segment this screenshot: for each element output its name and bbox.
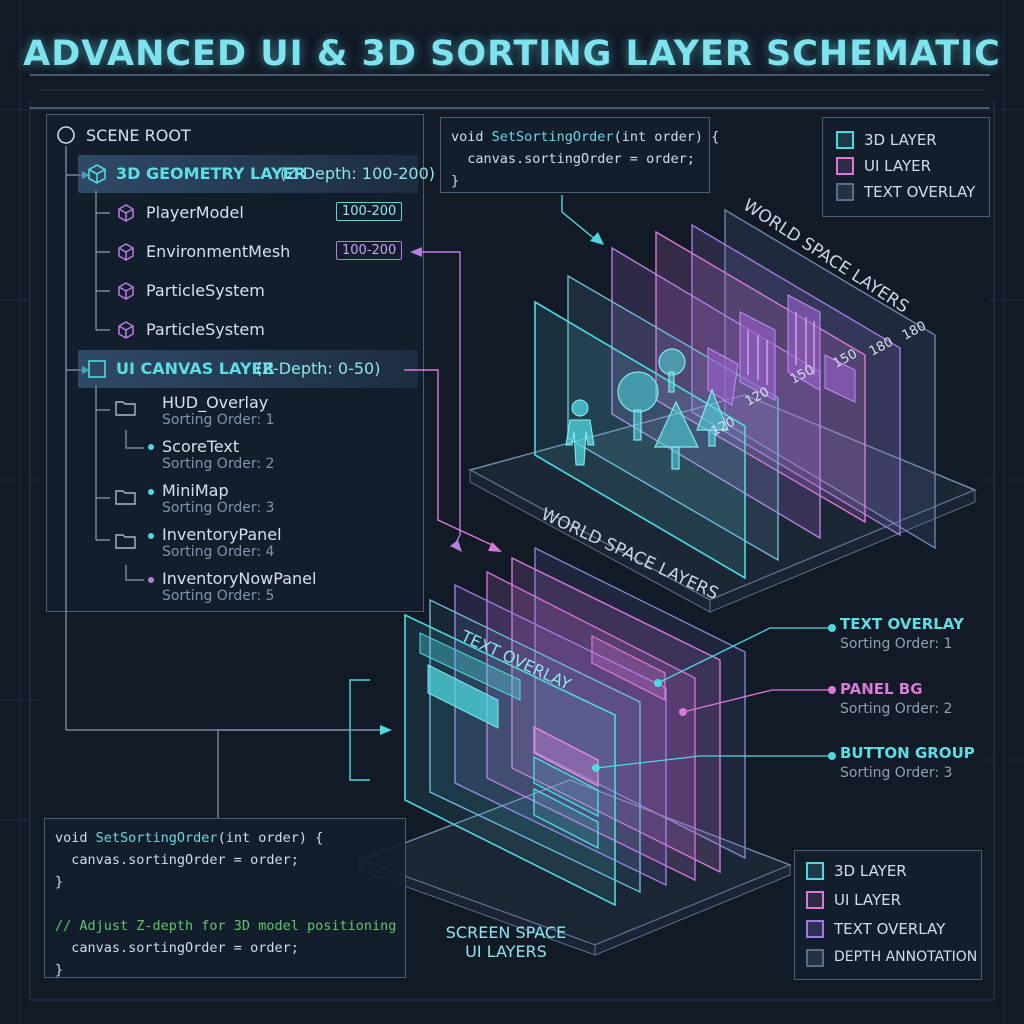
- annotation-title: PANEL BG: [840, 680, 923, 698]
- sorting-order: Sorting Order: 1: [162, 412, 275, 428]
- bullet-icon: [148, 489, 154, 495]
- code-snippet-top: void SetSortingOrder(int order) { canvas…: [440, 117, 719, 193]
- legend-swatch-ui: [836, 157, 854, 175]
- tree-icon: [617, 348, 729, 470]
- legend-label: 3D LAYER: [834, 862, 907, 880]
- annotation-title: BUTTON GROUP: [840, 744, 975, 762]
- cube-icon: [118, 204, 134, 222]
- screen-caption-line1: SCREEN SPACE: [446, 923, 566, 942]
- tree-item-playermodel[interactable]: PlayerModel: [146, 203, 244, 222]
- page-title: ADVANCED UI & 3D SORTING LAYER SCHEMATIC: [23, 34, 1001, 74]
- tree-item-environmentmesh[interactable]: EnvironmentMesh: [146, 242, 291, 261]
- legend-swatch-3d: [836, 131, 854, 149]
- tree-item-particlesystem[interactable]: ParticleSystem: [146, 281, 265, 300]
- bullet-icon: [148, 444, 154, 450]
- sorting-order: Sorting Order: 2: [162, 456, 275, 472]
- tree-item-inventorynowpanel[interactable]: InventoryNowPanel: [162, 569, 317, 588]
- annotation-sub: Sorting Order: 1: [840, 636, 953, 652]
- tree-item-hud-overlay[interactable]: HUD_Overlay: [162, 393, 269, 412]
- legend-bottom: [794, 850, 982, 980]
- legend-swatch-ui: [806, 891, 824, 909]
- tree-item-scoretext[interactable]: ScoreText: [162, 437, 240, 456]
- tree-item-minimap[interactable]: MiniMap: [162, 481, 229, 500]
- legend-swatch-3d: [806, 862, 824, 880]
- geometry-layer-label: 3D GEOMETRY LAYER: [116, 164, 306, 183]
- legend-label: TEXT OVERLAY: [834, 920, 946, 938]
- sorting-order: Sorting Order: 4: [162, 544, 275, 560]
- legend-label: DEPTH ANNOTATION: [834, 949, 978, 965]
- square-icon: [88, 360, 106, 378]
- annotation-title: TEXT OVERLAY: [840, 615, 964, 633]
- ui-button: [533, 725, 599, 788]
- cube-icon: [118, 321, 134, 339]
- sorting-order: Sorting Order: 5: [162, 588, 275, 604]
- tree-item-inventorypanel[interactable]: InventoryPanel: [162, 525, 282, 544]
- ui-button: [533, 755, 599, 818]
- annotation-sub: Sorting Order: 2: [840, 701, 953, 717]
- folder-icon: [115, 401, 136, 416]
- sorting-order: Sorting Order: 3: [162, 500, 275, 516]
- geometry-layer-depth: (Z-Depth: 100-200): [280, 164, 435, 183]
- root-circle-icon: [57, 126, 75, 144]
- code-snippet-bottom: void SetSortingOrder(int order) { canvas…: [44, 818, 406, 978]
- geometry-layer-row[interactable]: [78, 155, 418, 193]
- legend-label: UI LAYER: [834, 891, 902, 909]
- depth-badge: 100-200: [336, 241, 403, 260]
- person-icon: [565, 399, 595, 466]
- screen-caption-line2: UI LAYERS: [465, 942, 547, 961]
- world-layer-plane: [691, 223, 901, 537]
- hud-bar: [427, 664, 499, 729]
- scene-root-label: SCENE ROOT: [86, 126, 191, 145]
- ui-layer-depth: (Z-Depth: 0-50): [256, 359, 381, 378]
- legend-label: UI LAYER: [864, 157, 932, 175]
- bullet-icon: [148, 533, 154, 539]
- legend-swatch-text: [806, 920, 824, 938]
- screen-layer-plane: [454, 583, 667, 887]
- screen-layer-plane: [429, 598, 641, 894]
- folder-icon: [115, 490, 136, 505]
- depth-badge: 100-200: [336, 202, 403, 221]
- ui-layer-label: UI CANVAS LAYER: [116, 359, 275, 378]
- cube-icon: [88, 164, 106, 184]
- folder-icon: [115, 534, 136, 549]
- cube-icon: [118, 282, 134, 300]
- legend-label: TEXT OVERLAY: [864, 183, 976, 201]
- screen-layer-plane: [511, 556, 721, 874]
- tree-item-particlesystem[interactable]: ParticleSystem: [146, 320, 265, 339]
- legend-swatch-text: [836, 183, 854, 201]
- cube-icon: [118, 243, 134, 261]
- legend-label: 3D LAYER: [864, 131, 937, 149]
- annotation-sub: Sorting Order: 3: [840, 765, 953, 781]
- bullet-icon: [148, 577, 154, 583]
- legend-swatch-depth: [806, 949, 824, 967]
- ui-button: [533, 787, 599, 850]
- ui-layer-row[interactable]: [78, 350, 418, 388]
